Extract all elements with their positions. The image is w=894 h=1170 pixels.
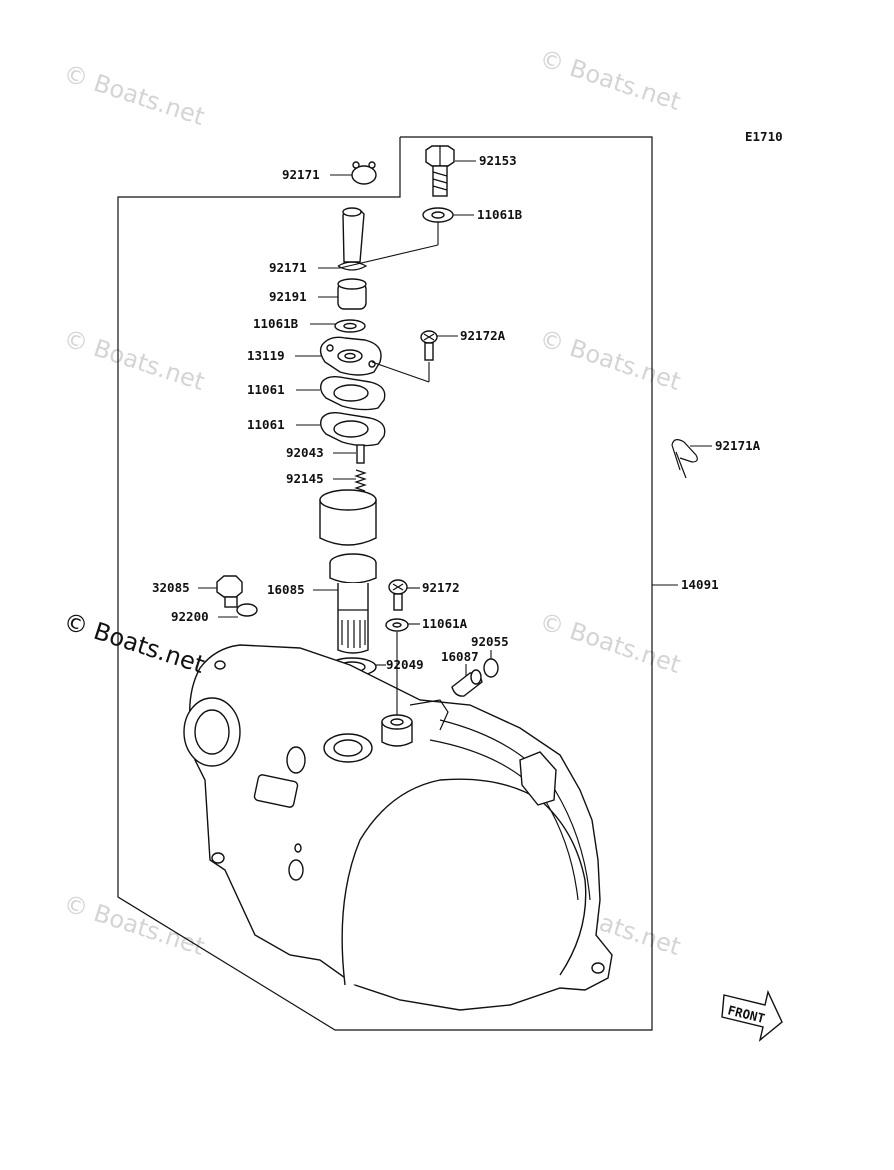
screw-92172A bbox=[420, 330, 438, 361]
diagram-code: E1710 bbox=[745, 129, 783, 144]
label-92049: 92049 bbox=[386, 657, 424, 672]
gasket-11061-a bbox=[319, 375, 386, 411]
hose bbox=[342, 207, 365, 263]
oring-92055 bbox=[483, 658, 499, 678]
label-92191: 92191 bbox=[269, 289, 307, 304]
label-11061-b: 11061 bbox=[247, 417, 285, 432]
pin-92043 bbox=[356, 444, 365, 464]
clip-92171-top bbox=[351, 161, 377, 185]
spring-92145 bbox=[354, 469, 367, 492]
label-92055: 92055 bbox=[471, 634, 509, 649]
label-92171-top: 92171 bbox=[282, 167, 320, 182]
washer-11061A bbox=[385, 618, 409, 632]
crankcase-cover bbox=[183, 644, 613, 1011]
watermark: © Boats.net bbox=[536, 44, 684, 116]
shaft-16085 bbox=[329, 553, 377, 654]
washer-11061B-right bbox=[422, 207, 454, 223]
screw-92172 bbox=[388, 579, 408, 611]
label-14091: 14091 bbox=[681, 577, 719, 592]
fitting-16087 bbox=[451, 669, 483, 697]
watermark: © Boats.net bbox=[536, 324, 684, 396]
label-32085: 32085 bbox=[152, 580, 190, 595]
cover-13119 bbox=[319, 336, 382, 376]
label-92171A: 92171A bbox=[715, 438, 761, 453]
label-11061B-left: 11061B bbox=[253, 316, 299, 331]
label-92043: 92043 bbox=[286, 445, 324, 460]
watermark: © Boats.net bbox=[60, 59, 208, 131]
plunger bbox=[319, 489, 377, 546]
watermark: © Boats.net bbox=[60, 324, 208, 396]
leader-lines bbox=[198, 160, 712, 715]
label-16087: 16087 bbox=[441, 649, 479, 664]
fitting-92191 bbox=[337, 278, 367, 310]
label-13119: 13119 bbox=[247, 348, 285, 363]
washer-92200 bbox=[236, 603, 258, 617]
gasket-11061-b bbox=[319, 411, 386, 447]
label-92200: 92200 bbox=[171, 609, 209, 624]
label-92172: 92172 bbox=[422, 580, 460, 595]
watermark: © Boats.net bbox=[536, 607, 684, 679]
clip-92171-mid bbox=[337, 261, 368, 271]
watermark: © Boats.net bbox=[60, 889, 208, 961]
plug-32085 bbox=[216, 575, 243, 608]
label-11061A: 11061A bbox=[422, 616, 468, 631]
clip-92171A bbox=[671, 439, 698, 479]
label-92153: 92153 bbox=[479, 153, 517, 168]
label-16085: 16085 bbox=[267, 582, 305, 597]
label-11061-a: 11061 bbox=[247, 382, 285, 397]
assembly-boundary bbox=[117, 136, 653, 1031]
label-92171-mid: 92171 bbox=[269, 260, 307, 275]
part-labels: 92171 92153 11061B 92171 92191 11061B 92… bbox=[152, 153, 761, 672]
label-11061B-right: 11061B bbox=[477, 207, 523, 222]
washer-11061B-left bbox=[334, 319, 366, 333]
front-arrow-icon: FRONT bbox=[721, 989, 783, 1042]
label-92172A: 92172A bbox=[460, 328, 506, 343]
bolt-92153 bbox=[425, 145, 455, 197]
label-92145: 92145 bbox=[286, 471, 324, 486]
